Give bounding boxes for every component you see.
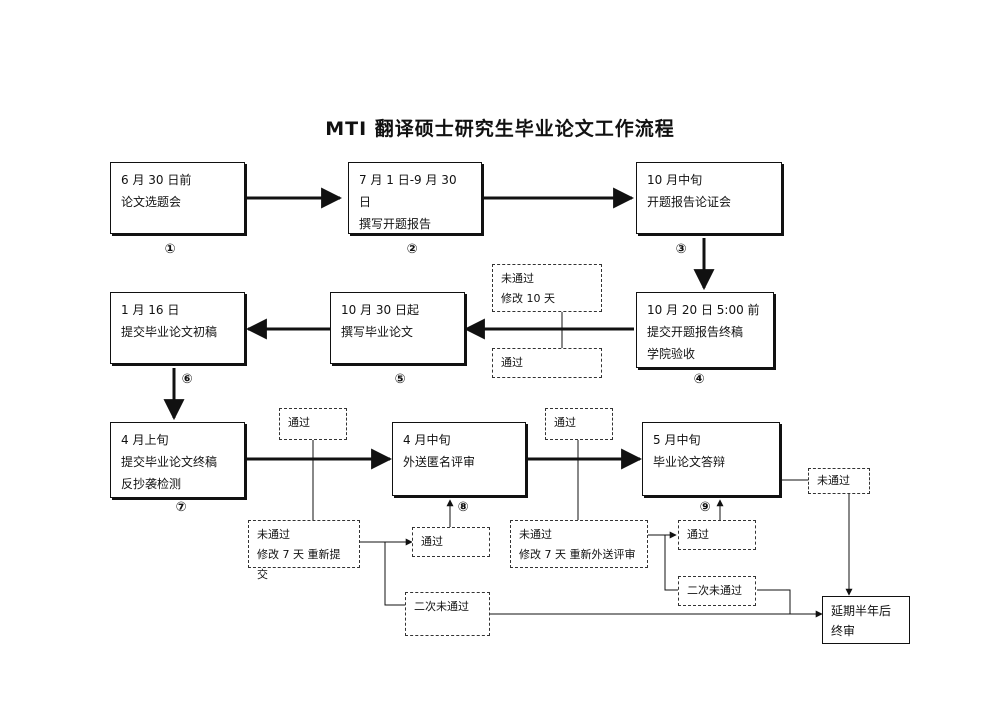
step-2-box: 7 月 1 日-9 月 30 日 撰写开题报告: [348, 162, 482, 234]
line-fail7-second: [384, 542, 405, 606]
step-4-box: 10 月 20 日 5:00 前 提交开题报告终稿 学院验收: [636, 292, 774, 368]
step-6-date: 1 月 16 日: [121, 303, 180, 317]
delay-label: 延期半年后: [831, 604, 892, 618]
step-1-date: 6 月 30 日前: [121, 173, 192, 187]
step-7-label: 提交毕业论文终稿: [121, 455, 218, 469]
note-fail-revise-10: 未通过 修改 10 天: [492, 264, 602, 312]
final-review-label: 终审: [831, 624, 856, 638]
delay-box: 延期半年后 终审: [822, 596, 910, 644]
step-5-label: 撰写毕业论文: [341, 325, 414, 339]
line-fail8-second: [664, 535, 678, 591]
note-pass-7: 通过: [279, 408, 347, 440]
step-4-label: 提交开题报告终稿: [647, 325, 744, 339]
note-second-fail-7: 二次未通过: [405, 592, 490, 636]
step-9-number: ⑨: [699, 500, 711, 515]
step-1-number: ①: [164, 242, 176, 257]
step-7-label-2: 反抄袭检测: [121, 477, 182, 491]
step-3-date: 10 月中旬: [647, 173, 703, 187]
step-5-number: ⑤: [394, 372, 406, 387]
step-1-label: 论文选题会: [121, 195, 182, 209]
step-7-box: 4 月上旬 提交毕业论文终稿 反抄袭检测: [110, 422, 245, 498]
step-8-label: 外送匿名评审: [403, 455, 476, 469]
note-pass-8: 通过: [545, 408, 613, 440]
note-fail-8-revise: 修改 7 天 重新外送评审: [519, 548, 636, 561]
page-title: MTI 翻译硕士研究生毕业论文工作流程: [325, 118, 675, 140]
note-pass-4: 通过: [492, 348, 602, 378]
step-3-number: ③: [675, 242, 687, 257]
step-9-date: 5 月中旬: [653, 433, 701, 447]
step-5-box: 10 月 30 日起 撰写毕业论文: [330, 292, 465, 364]
step-6-label: 提交毕业论文初稿: [121, 325, 218, 339]
step-3-box: 10 月中旬 开题报告论证会: [636, 162, 782, 234]
step-2-date: 7 月 1 日-9 月 30 日: [359, 173, 457, 209]
note-fail-7: 未通过 修改 7 天 重新提交: [248, 520, 360, 581]
step-2-number: ②: [406, 242, 418, 257]
step-8-date: 4 月中旬: [403, 433, 451, 447]
note-revise-label: 修改 10 天: [501, 292, 555, 305]
step-4-number: ④: [693, 372, 705, 387]
step-6-box: 1 月 16 日 提交毕业论文初稿: [110, 292, 245, 364]
step-2-label: 撰写开题报告: [359, 217, 432, 231]
note-second-fail-8: 二次未通过: [678, 576, 756, 606]
note-pass-after-8: 通过: [678, 520, 756, 550]
step-3-label: 开题报告论证会: [647, 195, 732, 209]
note-fail-7-revise: 修改 7 天 重新提交: [257, 548, 341, 581]
step-6-number: ⑥: [181, 372, 193, 387]
step-4-date: 10 月 20 日 5:00 前: [647, 303, 760, 317]
note-fail-7-label: 未通过: [257, 528, 290, 541]
step-4-label-2: 学院验收: [647, 347, 696, 361]
step-5-date: 10 月 30 日起: [341, 303, 419, 317]
step-7-date: 4 月上旬: [121, 433, 169, 447]
step-9-label: 毕业论文答辩: [653, 455, 726, 469]
step-7-number: ⑦: [175, 500, 187, 515]
note-fail-8: 未通过 修改 7 天 重新外送评审: [510, 520, 648, 568]
step-8-number: ⑧: [457, 500, 469, 515]
note-fail-8-label: 未通过: [519, 528, 552, 541]
note-fail-label: 未通过: [501, 272, 534, 285]
note-pass-after-7: 通过: [412, 527, 490, 557]
step-1-box: 6 月 30 日前 论文选题会: [110, 162, 245, 234]
note-fail-9: 未通过: [808, 468, 870, 494]
step-8-box: 4 月中旬 外送匿名评审: [392, 422, 526, 496]
line-second8-delay: [757, 589, 791, 614]
step-9-box: 5 月中旬 毕业论文答辩: [642, 422, 780, 496]
